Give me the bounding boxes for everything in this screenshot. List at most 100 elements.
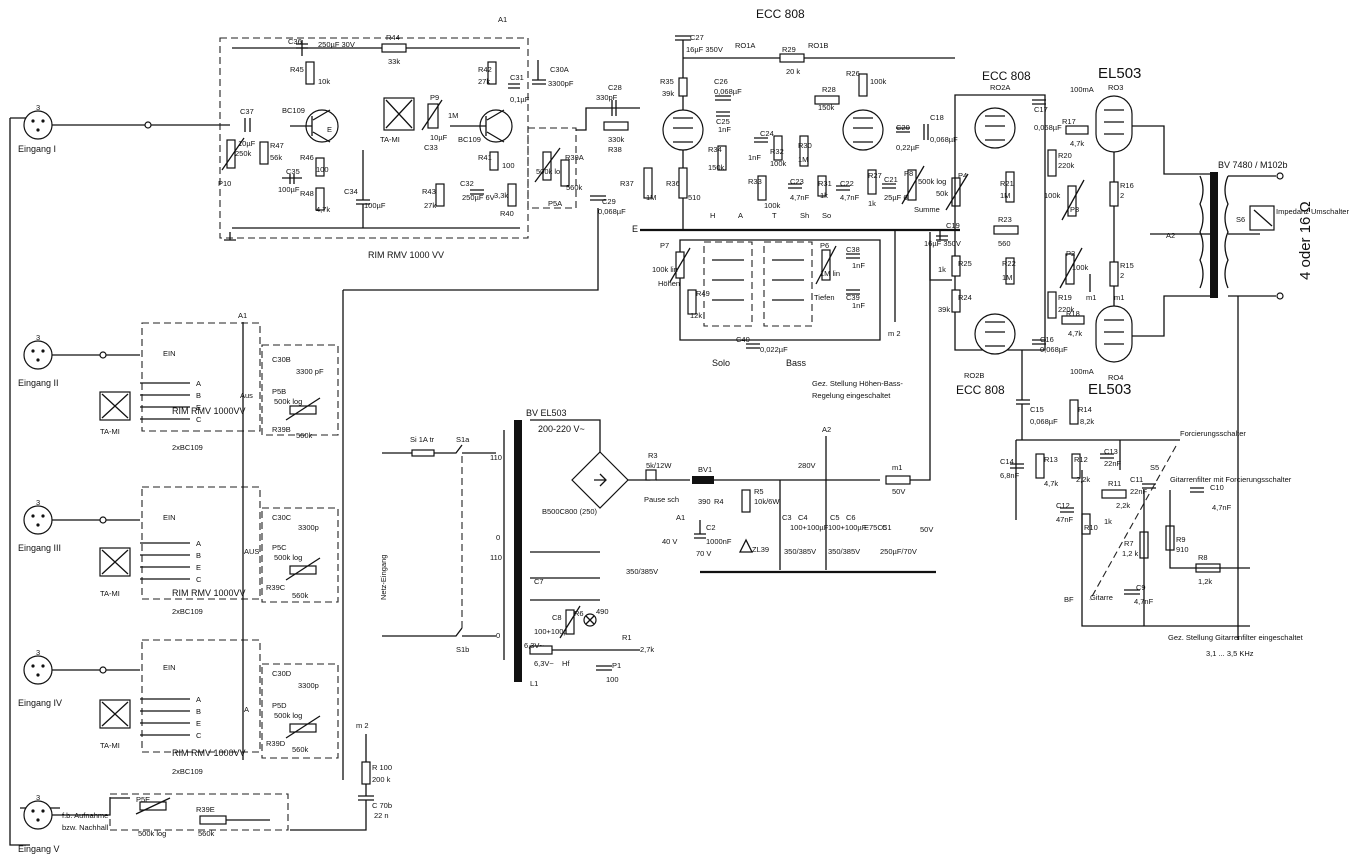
svg-text:P5A: P5A: [548, 199, 562, 208]
svg-text:500k log: 500k log: [274, 397, 302, 406]
svg-text:R6: R6: [574, 609, 584, 618]
svg-text:P9: P9: [430, 93, 439, 102]
svg-text:R46: R46: [300, 153, 314, 162]
svg-text:R48: R48: [300, 189, 314, 198]
svg-text:100µF: 100µF: [364, 201, 386, 210]
svg-text:1M: 1M: [1002, 273, 1012, 282]
svg-text:27k: 27k: [478, 77, 490, 86]
svg-text:R44: R44: [386, 33, 400, 42]
svg-text:500k log: 500k log: [918, 177, 946, 186]
svg-text:560k: 560k: [292, 745, 309, 754]
svg-text:BC109: BC109: [282, 106, 305, 115]
svg-text:E: E: [327, 125, 332, 134]
svg-text:R25: R25: [958, 259, 972, 268]
svg-text:E: E: [632, 224, 638, 234]
svg-text:P1: P1: [612, 661, 621, 670]
svg-text:R14: R14: [1078, 405, 1092, 414]
svg-text:TA-MI: TA-MI: [100, 427, 120, 436]
svg-text:500k log: 500k log: [274, 553, 302, 562]
svg-text:E: E: [196, 719, 201, 728]
svg-text:R35: R35: [660, 77, 674, 86]
jack-input-5: 3 Eingang V: [18, 793, 60, 854]
svg-text:4,7k: 4,7k: [1070, 139, 1084, 148]
svg-text:BC109: BC109: [458, 135, 481, 144]
svg-text:1,2k: 1,2k: [1198, 577, 1212, 586]
svg-text:560k: 560k: [198, 829, 215, 838]
svg-text:1nF: 1nF: [852, 261, 865, 270]
svg-text:4,7k: 4,7k: [1044, 479, 1058, 488]
svg-text:P5E: P5E: [136, 795, 150, 804]
svg-text:C39: C39: [846, 293, 860, 302]
svg-text:C14: C14: [1000, 457, 1014, 466]
svg-text:C1: C1: [882, 523, 892, 532]
svg-text:Gez. Stellung Höhen-Bass-: Gez. Stellung Höhen-Bass-: [812, 379, 903, 388]
svg-text:R5: R5: [754, 487, 764, 496]
svg-text:12k: 12k: [690, 311, 702, 320]
svg-text:Pause sch: Pause sch: [644, 495, 679, 504]
jack-input-4: 3 Eingang IV: [18, 648, 62, 708]
svg-text:Si 1A tr: Si 1A tr: [410, 435, 435, 444]
svg-text:10µF: 10µF: [430, 133, 448, 142]
svg-text:100+100µF: 100+100µF: [828, 523, 867, 532]
svg-text:Sh: Sh: [800, 211, 809, 220]
svg-text:1M: 1M: [798, 155, 808, 164]
svg-text:R15: R15: [1120, 261, 1134, 270]
svg-text:100µF: 100µF: [278, 185, 300, 194]
svg-text:R13: R13: [1044, 455, 1058, 464]
svg-text:m 2: m 2: [888, 329, 901, 338]
svg-text:100mA: 100mA: [1070, 367, 1094, 376]
svg-text:R8: R8: [1198, 553, 1208, 562]
label-el503-1: EL503: [1098, 65, 1141, 82]
power-stage: EL503 EL503 RO3 RO4 R17 4,7k R20 220k 10…: [1044, 65, 1349, 640]
svg-text:R 100: R 100: [372, 763, 392, 772]
svg-text:10k: 10k: [318, 77, 330, 86]
svg-text:3: 3: [36, 498, 40, 507]
svg-text:33k: 33k: [388, 57, 400, 66]
svg-text:ZL39: ZL39: [752, 545, 769, 554]
svg-text:R40: R40: [500, 209, 514, 218]
svg-text:C5: C5: [830, 513, 840, 522]
svg-text:0: 0: [496, 631, 500, 640]
svg-text:1M: 1M: [1000, 191, 1010, 200]
svg-text:L1: L1: [530, 679, 538, 688]
svg-text:B: B: [196, 707, 201, 716]
svg-text:C19: C19: [946, 221, 960, 230]
svg-text:3300p: 3300p: [298, 681, 319, 690]
svg-text:B: B: [196, 391, 201, 400]
svg-text:A: A: [244, 705, 249, 714]
svg-text:EIN: EIN: [163, 513, 176, 522]
svg-text:16µF 350V: 16µF 350V: [686, 45, 723, 54]
svg-text:m1: m1: [1114, 293, 1124, 302]
svg-text:1000nF: 1000nF: [706, 537, 732, 546]
svg-text:C 70b: C 70b: [372, 801, 392, 810]
power-supply: Si 1A tr S1a S1b Netz-Eingang 110 0 110 …: [379, 240, 936, 688]
svg-text:C40: C40: [736, 335, 750, 344]
svg-text:R28: R28: [822, 85, 836, 94]
svg-text:280V: 280V: [798, 461, 816, 470]
svg-text:C30D: C30D: [272, 669, 292, 678]
svg-text:1,2 k: 1,2 k: [1122, 549, 1139, 558]
svg-text:50V: 50V: [892, 487, 905, 496]
svg-text:C23: C23: [790, 177, 804, 186]
svg-text:22nF: 22nF: [1130, 487, 1148, 496]
label-eingang-4: Eingang IV: [18, 698, 62, 708]
svg-text:R17: R17: [1062, 117, 1076, 126]
svg-text:E75C5: E75C5: [864, 523, 887, 532]
label-ecc808-2: ECC 808: [982, 69, 1031, 83]
svg-text:200 k: 200 k: [372, 775, 391, 784]
svg-text:C27: C27: [690, 33, 704, 42]
svg-text:0,1µF: 0,1µF: [510, 95, 530, 104]
svg-text:Forcierungsschalter: Forcierungsschalter: [1180, 429, 1246, 438]
svg-text:R34: R34: [708, 145, 722, 154]
svg-text:R37: R37: [620, 179, 634, 188]
svg-text:3: 3: [36, 793, 40, 802]
svg-text:6,3V~: 6,3V~: [524, 641, 544, 650]
svg-text:C20: C20: [896, 123, 910, 132]
svg-text:100k lin: 100k lin: [652, 265, 678, 274]
svg-text:R21: R21: [1000, 179, 1014, 188]
svg-text:f.b. Aufnahme: f.b. Aufnahme: [62, 811, 108, 820]
svg-text:Tiefen: Tiefen: [814, 293, 835, 302]
svg-text:910: 910: [1176, 545, 1189, 554]
svg-text:C33: C33: [424, 143, 438, 152]
svg-text:560k: 560k: [566, 183, 583, 192]
